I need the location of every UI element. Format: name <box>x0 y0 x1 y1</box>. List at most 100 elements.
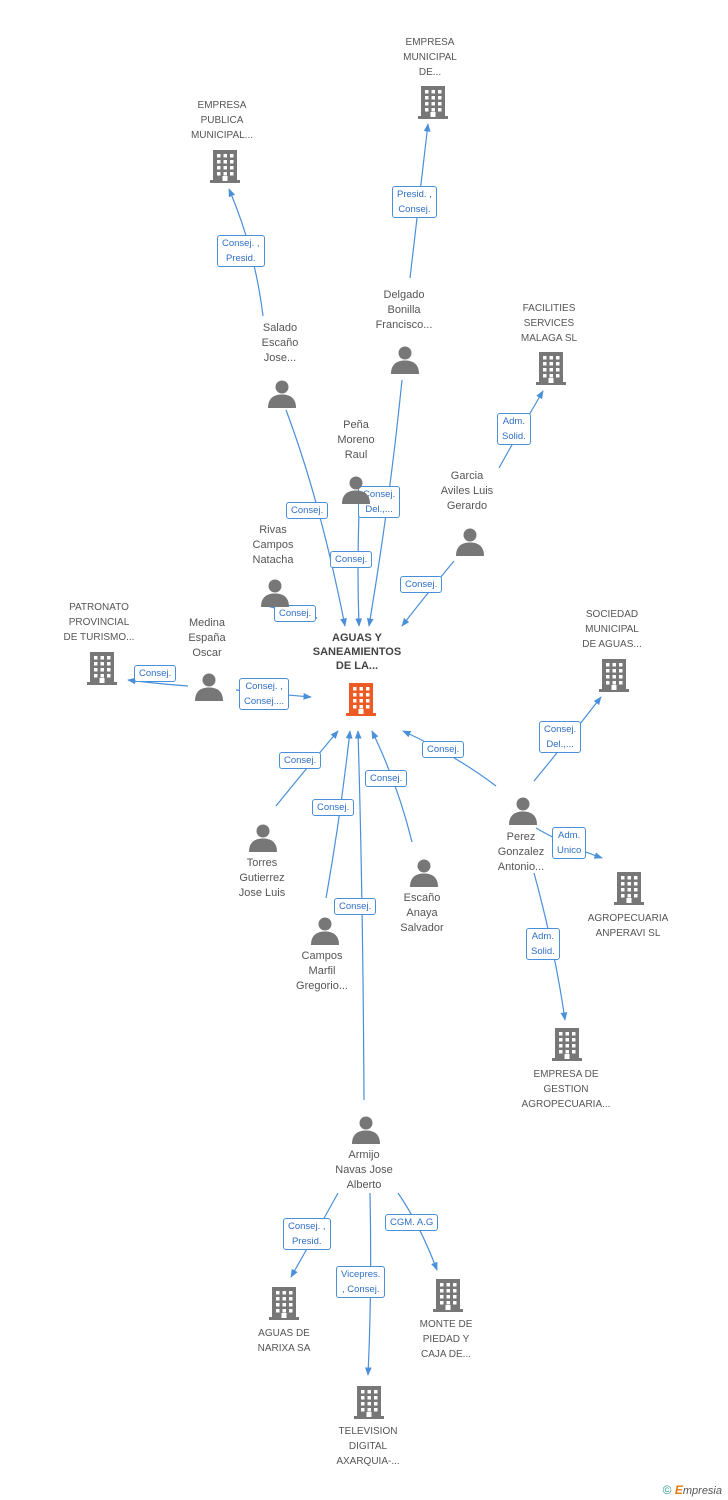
company-building-icon[interactable] <box>87 651 117 690</box>
edge-role-line: Del.,... <box>546 739 574 750</box>
edge-role-line: Consej. <box>279 608 312 619</box>
edge-medina-to-patronato <box>127 677 189 687</box>
person-icon[interactable] <box>310 915 340 950</box>
edge-role-badge[interactable]: Consej. <box>330 551 373 568</box>
edge-role-badge[interactable]: Consej.Del.,... <box>539 721 582 753</box>
person-icon[interactable] <box>508 795 538 830</box>
node-label-line: Armijo <box>348 1149 380 1161</box>
company-building-icon[interactable] <box>433 1278 463 1317</box>
edge-role-badge[interactable]: Consej. <box>365 770 408 787</box>
edge-role-line: Consej. <box>370 773 403 784</box>
edge-role-badge[interactable]: Consej. <box>312 799 355 816</box>
node-label-line: Moreno <box>337 434 375 446</box>
edge-role-badge[interactable]: Vicepres., Consej. <box>336 1266 386 1298</box>
company-building-icon[interactable] <box>599 658 629 697</box>
company-building-icon[interactable] <box>269 1286 299 1325</box>
edge-role-badge[interactable]: Adm.Solid. <box>526 928 560 960</box>
edge-role-line: Consej. <box>317 802 350 813</box>
company-building-icon[interactable] <box>354 1385 384 1424</box>
edge-role-line: Consej. , <box>245 681 283 692</box>
edge-role-badge[interactable]: Consej. <box>334 898 377 915</box>
edge-role-line: Adm. <box>502 416 525 427</box>
node-label-line: Torres <box>246 857 278 869</box>
edge-role-badge[interactable]: Adm.Unico <box>552 827 587 859</box>
node-label-line: Perez <box>506 831 536 843</box>
person-icon[interactable] <box>351 1114 381 1149</box>
node-label-line: DE... <box>418 67 442 78</box>
person-icon[interactable] <box>260 577 290 612</box>
person-icon[interactable] <box>341 474 371 509</box>
node-label-line: GESTION <box>543 1084 589 1095</box>
edge-role-badge[interactable]: Consej. ,Presid. <box>283 1218 331 1250</box>
node-label-line: Raul <box>344 449 368 461</box>
person-icon[interactable] <box>390 344 420 379</box>
node-label-line: Bonilla <box>387 304 421 316</box>
brand-initial: E <box>674 1483 683 1497</box>
edge-role-badge[interactable]: CGM. A.G <box>385 1214 439 1231</box>
node-label-line: AGROPECUARIA... <box>521 1099 611 1110</box>
edge-role-badge[interactable]: Presid. ,Consej. <box>392 186 437 218</box>
edge-role-badge[interactable]: Consej. <box>286 502 329 519</box>
person-icon[interactable] <box>248 822 278 857</box>
company-label-emp_gestion[interactable]: EMPRESA DE GESTION AGROPECUARIA... <box>501 1067 631 1112</box>
node-label-line: PROVINCIAL <box>68 617 130 628</box>
person-icon[interactable] <box>194 671 224 706</box>
edge-role-badge[interactable]: Consej. , Consej.... <box>239 678 290 710</box>
edge-role-badge[interactable]: Consej. <box>279 752 322 769</box>
main-company-icon[interactable] <box>346 682 376 721</box>
edge-role-line: Solid. <box>531 946 555 957</box>
person-icon[interactable] <box>455 526 485 561</box>
node-label-line: PUBLICA <box>200 115 244 126</box>
edge-role-badge[interactable]: Consej. <box>134 665 177 682</box>
node-label-line: Peña <box>343 419 369 431</box>
edge-role-line: Consej. <box>284 755 317 766</box>
edge-role-badge[interactable]: Consej. ,Presid. <box>217 235 265 267</box>
node-label-line: AXARQUIA-... <box>336 1456 400 1467</box>
edge-role-badge[interactable]: Adm.Solid. <box>497 413 531 445</box>
edge-role-badge[interactable]: Consej. <box>400 576 443 593</box>
edge-role-badge[interactable]: Consej. <box>422 741 465 758</box>
edge-role-line: Consej. <box>139 668 172 679</box>
edge-role-line: Unico <box>557 845 582 856</box>
edge-role-line: Consej.... <box>244 696 285 707</box>
node-label-line: Campos <box>301 950 343 962</box>
person-icon[interactable] <box>267 378 297 413</box>
node-label-line: Marfil <box>308 965 336 977</box>
company-building-icon[interactable] <box>210 149 240 188</box>
company-building-icon[interactable] <box>614 871 644 910</box>
node-label-line: PIEDAD Y <box>422 1334 470 1345</box>
company-building-icon[interactable] <box>552 1027 582 1066</box>
node-label-line: Gerardo <box>446 500 488 512</box>
person-icon[interactable] <box>409 857 439 892</box>
node-label-line: Oscar <box>192 647 222 659</box>
node-label-line: EMPRESA DE <box>533 1069 599 1080</box>
node-label-line: NARIXA SA <box>257 1343 311 1354</box>
company-building-icon[interactable] <box>418 85 448 124</box>
node-label-line: Delgado <box>383 289 425 301</box>
edge-role-badge[interactable]: Consej. <box>274 605 317 622</box>
edge-role-line: Consej. <box>339 901 372 912</box>
edge-role-line: , Consej. <box>341 1284 380 1295</box>
company-building-icon[interactable] <box>536 351 566 390</box>
